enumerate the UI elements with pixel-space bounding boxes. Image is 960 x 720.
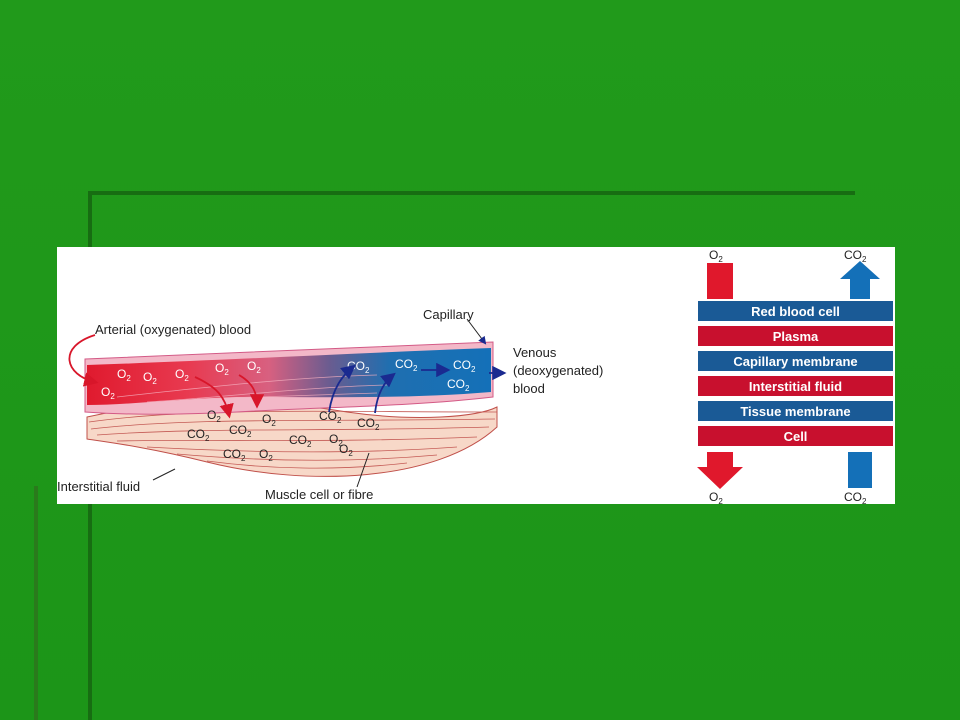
exchange-top-o2: O2 [709,248,723,264]
svg-text:CO2: CO2 [229,423,252,439]
svg-text:O2: O2 [101,385,115,401]
svg-text:O2: O2 [329,432,343,448]
layer-capillary-membrane: Capillary membrane [697,350,894,372]
venous-label-line2: (deoxygenated) [513,363,603,378]
svg-text:O2: O2 [143,370,157,386]
svg-text:CO2: CO2 [319,409,342,425]
capillary-blood [87,348,491,405]
exchange-bottom-o2: O2 [709,490,723,504]
svg-text:O2: O2 [207,408,221,424]
muscle-striations [88,410,498,469]
o2-in-arrow [707,263,733,299]
interstitial-label: Interstitial fluid [57,479,140,494]
o2-down-arrow [697,452,743,489]
o2-diffusion-arrow-2 [238,374,265,409]
svg-text:O2: O2 [215,361,229,377]
layer-plasma: Plasma [697,325,894,347]
layer-red-blood-cell: Red blood cell [697,300,894,322]
layer-cell: Cell [697,425,894,447]
svg-text:O2: O2 [339,442,353,458]
svg-text:O2: O2 [262,412,276,428]
svg-text:CO2: CO2 [357,416,380,432]
svg-text:O2: O2 [117,367,131,383]
capillary-label: Capillary [423,307,474,322]
arterial-arrow [68,334,99,387]
svg-text:O2: O2 [175,367,189,383]
svg-text:O2: O2 [247,359,261,375]
venous-label-line3: blood [513,381,545,396]
muscle-label: Muscle cell or fibre [265,487,373,502]
svg-text:CO2: CO2 [395,357,418,373]
svg-text:CO2: CO2 [453,358,476,374]
co2-diffusion-arrow-1 [328,364,356,413]
interstitial-pointer [152,468,176,481]
venous-label-line1: Venous [513,345,557,360]
co2-up-bar [848,452,872,488]
capillary-diagram: O2 O2 O2 O2 O2 O2 CO2 CO2 CO2 CO2 O2 O2 … [57,248,880,504]
co2-out-arrow [840,261,880,299]
svg-text:CO2: CO2 [187,427,210,443]
tissue-gas-labels: O2 O2 CO2 CO2 CO2 CO2 O2 CO2 CO2 O2 O2 [187,408,380,463]
svg-text:CO2: CO2 [223,447,246,463]
layer-tissue-membrane: Tissue membrane [697,400,894,422]
layer-interstitial-fluid: Interstitial fluid [697,375,894,397]
capillary-o2-labels: O2 O2 O2 O2 O2 O2 [101,359,261,401]
o2-diffusion-arrow-1 [194,376,234,419]
arterial-label: Arterial (oxygenated) blood [95,322,251,337]
exchange-top-co2: CO2 [844,248,867,264]
capillary-co2-labels: CO2 CO2 CO2 CO2 [347,357,476,393]
diagram-panel: O2 O2 O2 O2 O2 O2 CO2 CO2 CO2 CO2 O2 O2 … [57,247,895,504]
svg-text:CO2: CO2 [289,433,312,449]
co2-diffusion-arrow-2 [374,372,396,414]
muscle-pointer [356,452,370,488]
capillary-pointer [466,318,487,345]
exchange-bottom-co2: CO2 [844,490,867,504]
slide-rule-bottom-left [34,486,38,720]
slide-rule-top [90,191,855,195]
svg-text:CO2: CO2 [447,377,470,393]
svg-text:O2: O2 [259,447,273,463]
